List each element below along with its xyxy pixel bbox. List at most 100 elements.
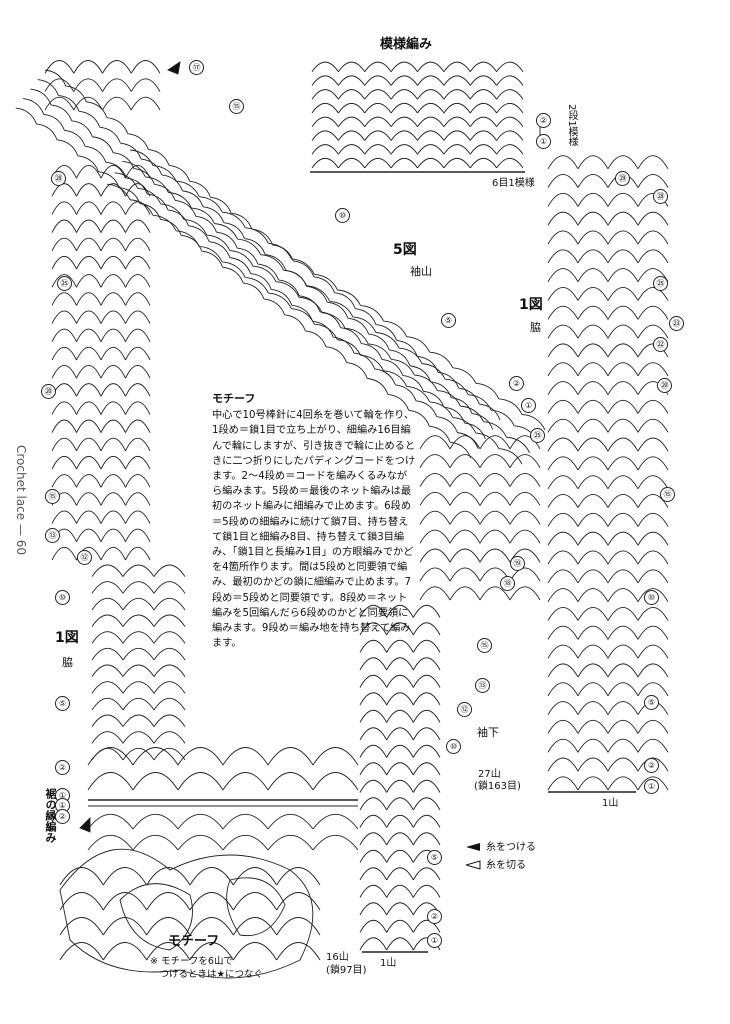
row-marker: ⑩ [335,208,350,223]
sleeve-cap-diagonal [15,107,472,459]
side-left-label: 脇 [62,656,73,669]
swatch-stitch [311,75,524,86]
right-side-stitch [547,738,669,753]
left-side-stitch [51,546,151,561]
right-side-stitch [547,174,669,188]
right-side-stitch [547,606,669,621]
row-marker: ㉘ [653,189,668,204]
hem-lower-arcs [87,835,359,851]
left-lower-stitch [91,631,186,644]
motif-net [59,917,321,936]
row-marker: ⑳ [657,378,672,393]
fig1-right-title: 1図 [519,297,543,313]
fig5-right-stitch [419,491,541,506]
right-side-stitch [547,324,669,339]
pattern-stitch-title: 模様編み [380,37,433,52]
fig5-right-stitch [419,548,541,563]
right-side-stitch [547,663,669,678]
under-sleeve-stitch [359,832,441,846]
left-lower-stitch [91,731,186,744]
sleeve-cap-label: 袖山 [410,265,432,278]
right-side-stitch [547,381,669,395]
hem-top-arcs [87,772,359,791]
row-marker: ㉓ [669,316,684,331]
under-sleeve-stitch [359,622,441,636]
left-side-stitch [51,328,151,343]
right-side-stitch [547,512,669,527]
motif-note: ※ モチーフを6山で つけるときは★につなぐ [150,956,264,980]
motif-instructions: モチーフ 中心で10号棒針に4回糸を巻いて輪を作り、1段め＝鎖1目で立ち上がり、… [212,391,416,651]
row-marker: ⑤ [644,695,659,710]
left-side-stitch [51,419,151,433]
sleeve-cap-inner [114,172,531,453]
bottom-one-count: 1山 [380,958,397,969]
row-marker: ⑮ [45,489,60,504]
left-lower-stitch [91,564,186,577]
hem-edging-label: 裾の縁編み [44,788,57,843]
row-marker: ㉒ [653,337,668,352]
under-sleeve-stitch [359,867,441,881]
left-lower-stitch [91,681,186,694]
left-side-stitch [51,165,151,179]
row-marker: ⑤ [441,313,456,328]
left-lower-stitch [91,614,186,627]
right-side-stitch [547,494,669,508]
left-side-stitch [51,510,151,524]
left-side-stitch [51,292,151,306]
row-marker: ⑩ [644,590,659,605]
right-side-stitch [547,211,669,226]
under-sleeve-stitch [359,639,441,653]
right-side-stitch [547,305,669,320]
hem-top-arcs [87,747,359,766]
legend-attach: 糸をつける [486,842,536,853]
row-marker: ⑬ [45,528,60,543]
fig5-right-stitch [419,510,541,525]
right-side-stitch [547,682,669,697]
motif-ring-right [226,877,286,937]
under-sleeve-stitch [359,657,441,671]
row-marker: ① [521,398,536,413]
sleeve-cap-inner [122,160,538,442]
row-marker: ㉕ [530,428,545,443]
sleeve-cap-diagonal [44,69,501,421]
row-marker: ⑤ [55,696,70,711]
motif-net [59,867,321,886]
left-side-stitch [51,528,151,543]
row-marker: ㉘ [51,171,66,186]
right-side-stitch [547,550,669,565]
fig5-title: 5図 [393,242,417,258]
swatch-stitch [311,89,524,100]
right-side-stitch [547,776,669,791]
swatch-stitch [311,102,524,114]
under-sleeve-stitch [359,884,441,898]
left-side-stitch [51,383,151,397]
right-side-stitch [547,701,669,715]
row-marker: ⑳ [41,384,56,399]
row-marker: ⑱ [500,576,515,591]
row-marker: ① [644,779,659,794]
legend-arrows [466,843,481,870]
swatch-stitch [311,157,524,169]
left-lower-stitch [91,664,186,677]
row-marker: ⑰ [189,60,204,75]
under-sleeve-stitch [359,727,441,741]
row-marker: ⑤ [427,850,442,865]
right-side-stitch [547,644,669,659]
left-side-stitch [51,346,151,361]
row-marker: ② [644,758,659,773]
right-side-stitch [547,437,669,452]
under-sleeve-stitch [359,604,441,618]
bottom-chain-count: (鎖97目) [326,965,367,976]
left-side-stitch [51,255,151,270]
right-side-stitch [547,399,669,414]
left-lower-stitch [91,747,186,761]
fig1-left-title: 1図 [55,630,79,646]
right-side-stitch [547,192,669,207]
left-side-stitch [51,365,151,379]
left-side-stitch [51,237,151,252]
swatch-stitch [311,116,524,128]
motif-title: モチーフ [168,934,220,949]
right-side-stitch [547,719,669,734]
running-head: Crochet lace — 60 [14,445,28,556]
